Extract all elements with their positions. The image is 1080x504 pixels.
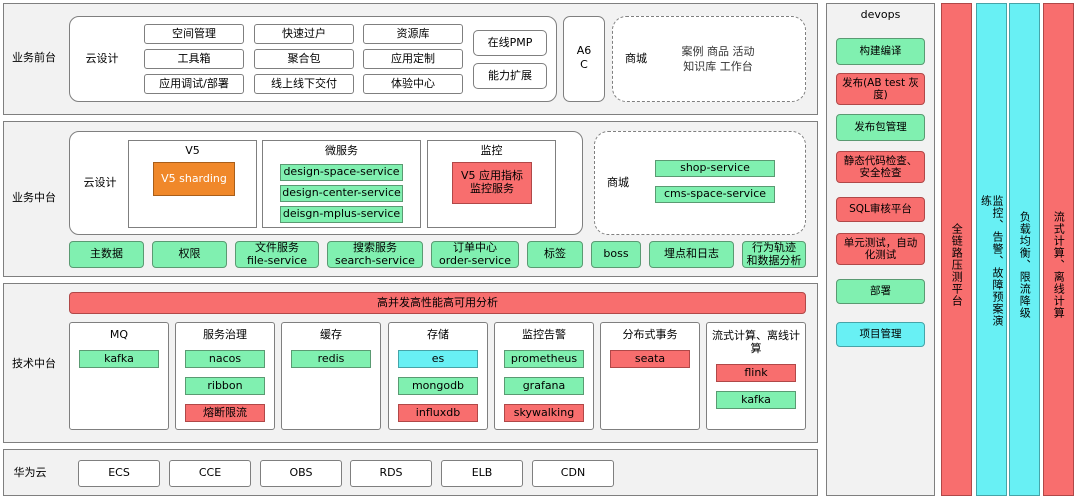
obs-box[interactable]: OBS [260, 460, 342, 487]
elb-box[interactable]: ELB [441, 460, 523, 487]
behavior-analysis-button[interactable]: 行为轨迹 和数据分析 [742, 241, 806, 268]
toolbox-button[interactable]: 工具箱 [144, 49, 244, 69]
search-service-button[interactable]: 搜索服务 search-service [327, 241, 423, 268]
devops-item-5[interactable]: 单元测试，自动化测试 [836, 233, 925, 265]
a6c-panel [563, 16, 605, 102]
cce-box[interactable]: CCE [169, 460, 251, 487]
v5-title: V5 [185, 144, 200, 158]
a6c-label-bottom: C [580, 58, 588, 72]
permission-button[interactable]: 权限 [152, 241, 227, 268]
devops-item-1[interactable]: 发布(AB test 灰度) [836, 73, 925, 105]
side-column-label-1[interactable]: 监控、告警、故障预案演练 [979, 195, 1005, 327]
tech-item-stream-compute-0[interactable]: flink [716, 364, 796, 382]
tech-group-cache [281, 322, 381, 430]
resource-library-button[interactable]: 资源库 [363, 24, 463, 44]
tech-item-distributed-tx-0[interactable]: seata [610, 350, 690, 368]
design-space-service[interactable]: design-space-service [280, 164, 403, 181]
cms-space-service[interactable]: cms-space-service [655, 186, 775, 203]
front-mall-panel [612, 16, 806, 102]
front-layer-label: 业务前台 [12, 51, 56, 65]
side-column-label-0[interactable]: 全链路压测平台 [950, 223, 964, 307]
tech-group-title-distributed-tx: 分布式事务 [622, 328, 678, 342]
app-customize-button[interactable]: 应用定制 [363, 49, 463, 69]
tech-item-service-governance-0[interactable]: nacos [185, 350, 265, 368]
aggregate-package-button[interactable]: 聚合包 [254, 49, 354, 69]
side-column-2 [1009, 3, 1040, 496]
side-column-1 [976, 3, 1007, 496]
deisgn-mplus-service[interactable]: deisgn-mplus-service [280, 206, 403, 223]
front-mall-label: 商城 [625, 52, 647, 66]
tech-group-title-monitor-alert: 监控告警 [522, 328, 566, 342]
high-availability-banner: 高并发高性能高可用分析 [69, 292, 806, 314]
rds-box[interactable]: RDS [350, 460, 432, 487]
tech-item-monitor-alert-2[interactable]: skywalking [504, 404, 584, 422]
front-mall-line1: 案例 商品 活动 [681, 45, 755, 59]
middle-mall-panel [594, 131, 806, 235]
devops-title: devops [860, 8, 901, 22]
tech-item-cache-0[interactable]: redis [291, 350, 371, 368]
order-service-button[interactable]: 订单中心 order-service [431, 241, 519, 268]
design-center-service[interactable]: design-center-service [280, 185, 403, 202]
devops-item-2[interactable]: 发布包管理 [836, 114, 925, 141]
cloud-layer-label: 华为云 [13, 466, 47, 480]
middle-cloud-design-label: 云设计 [83, 176, 117, 190]
devops-item-4[interactable]: SQL审核平台 [836, 197, 925, 222]
monitor-title: 监控 [480, 144, 503, 158]
online-offline-delivery-button[interactable]: 线上线下交付 [254, 74, 354, 94]
tech-layer-label: 技术中台 [12, 357, 56, 371]
tech-item-monitor-alert-1[interactable]: grafana [504, 377, 584, 395]
devops-item-3[interactable]: 静态代码检查、安全检查 [836, 151, 925, 183]
middle-mall-label: 商城 [607, 176, 629, 190]
front-mall-line2: 知识库 工作台 [683, 60, 753, 74]
tag-button[interactable]: 标签 [527, 241, 583, 268]
cdn-box[interactable]: CDN [532, 460, 614, 487]
a6c-label-top: A6 [576, 44, 592, 58]
tracking-log-button[interactable]: 埋点和日志 [649, 241, 734, 268]
tech-item-service-governance-1[interactable]: ribbon [185, 377, 265, 395]
v5-app-metrics-service[interactable]: V5 应用指标监控服务 [452, 162, 532, 204]
microservice-title: 微服务 [325, 144, 358, 158]
side-column-label-2[interactable]: 负载均衡、限流降级 [1018, 211, 1032, 319]
capability-extension-button[interactable]: 能力扩展 [473, 63, 547, 89]
experience-center-button[interactable]: 体验中心 [363, 74, 463, 94]
tech-item-storage-2[interactable]: influxdb [398, 404, 478, 422]
tech-item-storage-1[interactable]: mongodb [398, 377, 478, 395]
side-column-0 [941, 3, 972, 496]
devops-item-0[interactable]: 构建编译 [836, 38, 925, 65]
tech-group-title-stream-compute: 流式计算、离线计算 [712, 328, 800, 355]
middle-layer-label: 业务中台 [12, 191, 56, 205]
app-debug-deploy-button[interactable]: 应用调试/部署 [144, 74, 244, 94]
tech-item-stream-compute-1[interactable]: kafka [716, 391, 796, 409]
devops-item-7[interactable]: 项目管理 [836, 322, 925, 347]
tech-group-title-storage: 存储 [427, 328, 449, 342]
boss-button[interactable]: boss [591, 241, 641, 268]
tech-group-title-mq: MQ [109, 328, 129, 342]
online-pmp-button[interactable]: 在线PMP [473, 30, 547, 56]
space-management-button[interactable]: 空间管理 [144, 24, 244, 44]
tech-item-service-governance-2[interactable]: 熔断限流 [185, 404, 265, 422]
tech-group-distributed-tx [600, 322, 700, 430]
devops-item-6[interactable]: 部署 [836, 279, 925, 304]
side-column-label-3[interactable]: 流式计算、离线计算 [1052, 211, 1066, 319]
tech-item-storage-0[interactable]: es [398, 350, 478, 368]
tech-item-monitor-alert-0[interactable]: prometheus [504, 350, 584, 368]
side-column-3 [1043, 3, 1074, 496]
tech-group-mq [69, 322, 169, 430]
tech-group-title-service-governance: 服务治理 [203, 328, 247, 342]
ecs-box[interactable]: ECS [78, 460, 160, 487]
file-service-button[interactable]: 文件服务 file-service [235, 241, 319, 268]
shop-service[interactable]: shop-service [655, 160, 775, 177]
quick-transfer-button[interactable]: 快速过户 [254, 24, 354, 44]
v5-sharding-box[interactable]: V5 sharding [153, 162, 235, 196]
tech-group-title-cache: 缓存 [320, 328, 342, 342]
master-data-button[interactable]: 主数据 [69, 241, 144, 268]
front-cloud-design-label: 云设计 [85, 52, 119, 66]
tech-item-mq-0[interactable]: kafka [79, 350, 159, 368]
